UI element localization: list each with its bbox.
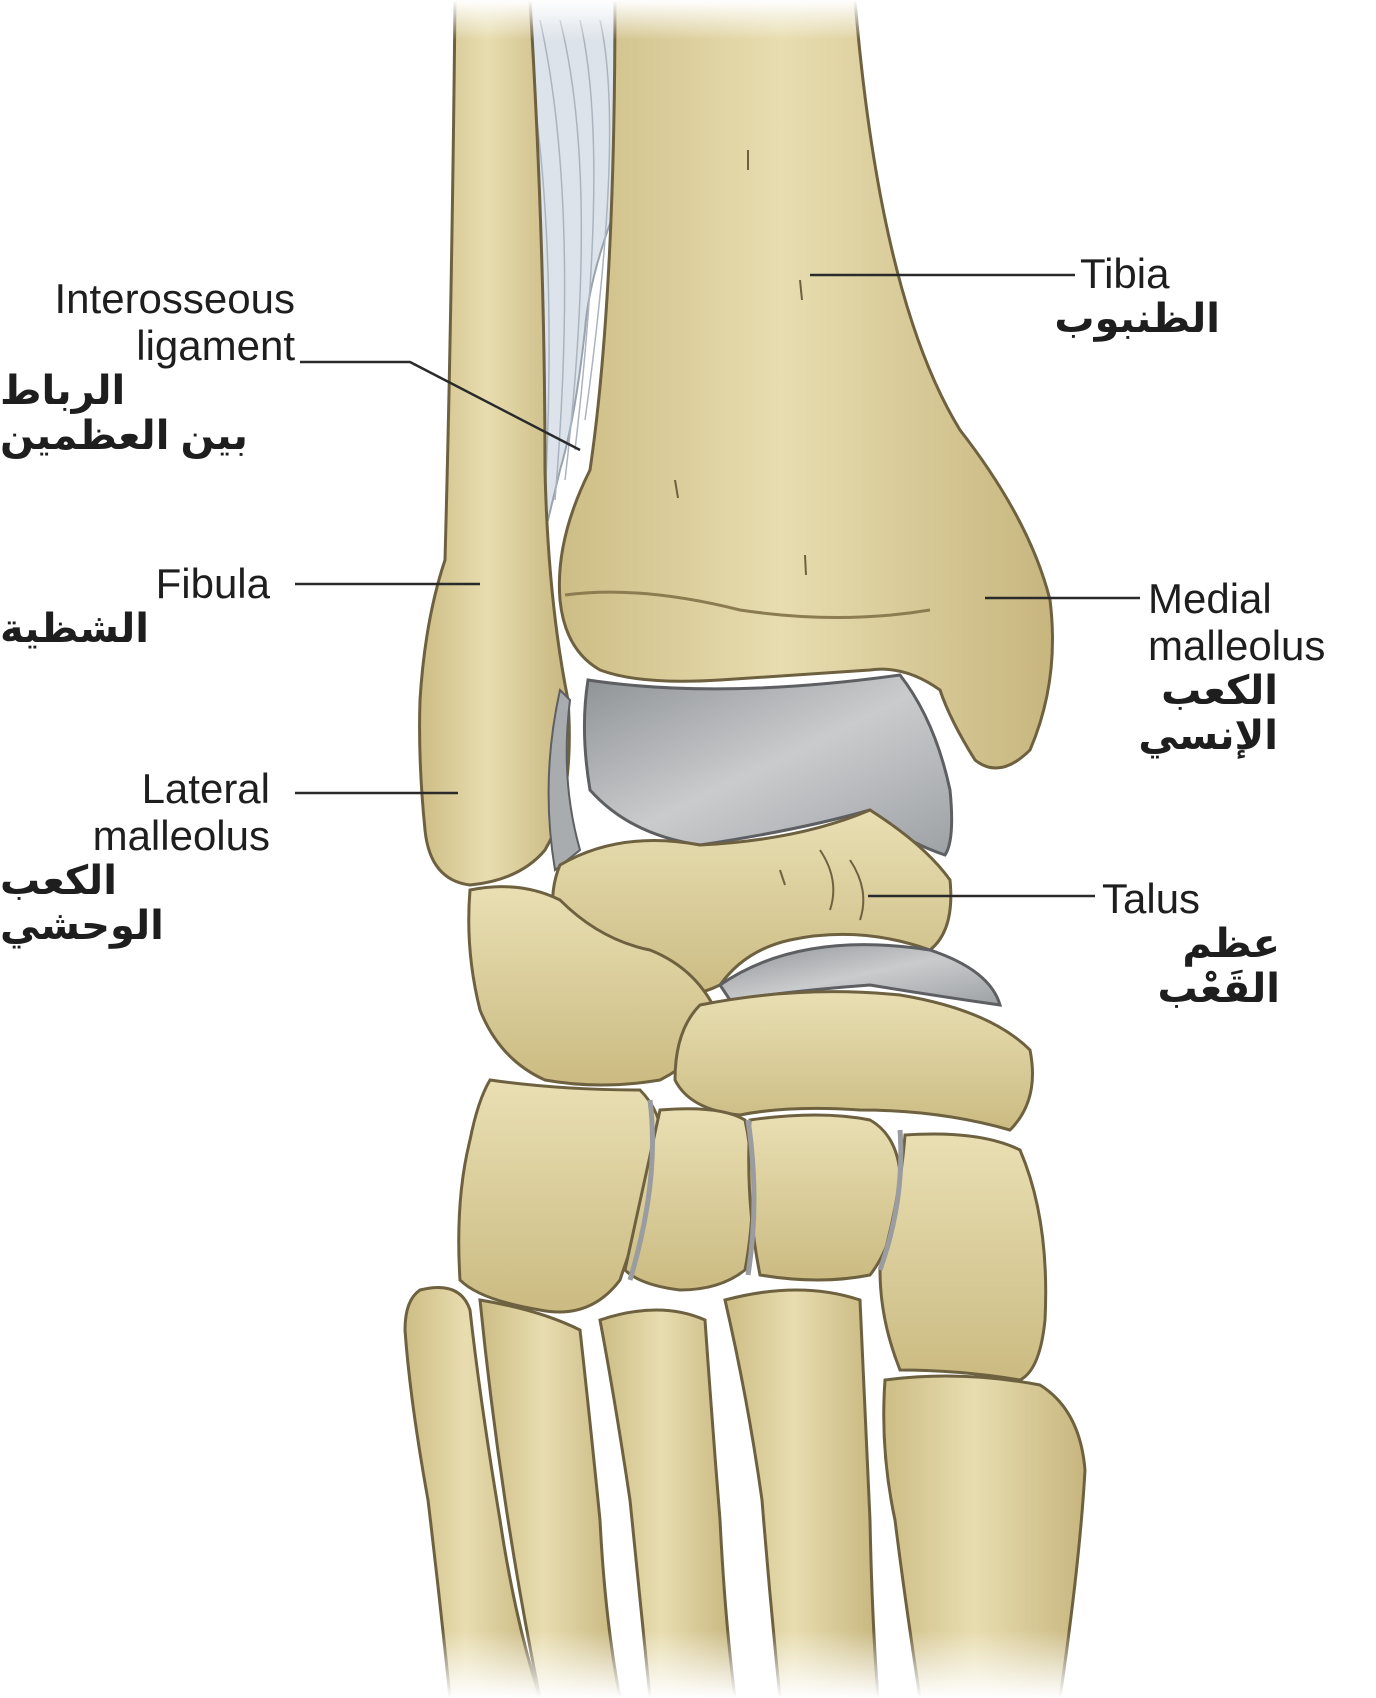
- label-lateral-malleolus-ar2: الوحشي: [0, 904, 270, 949]
- label-tibia-en1: Tibia: [1080, 250, 1340, 297]
- label-talus: Talus عظم القَعْب: [1060, 875, 1320, 1012]
- intermediate-cuneiform-shape: [749, 1115, 901, 1280]
- label-interosseous-ar2: بين العظمين: [0, 414, 295, 459]
- label-fibula: Fibula الشظية: [0, 560, 270, 652]
- medial-cuneiform-shape: [880, 1134, 1046, 1380]
- label-interosseous-ar1: الرباط: [0, 369, 295, 414]
- label-lateral-malleolus: Lateral malleolus الكعب الوحشي: [0, 765, 270, 949]
- label-talus-en1: Talus: [1060, 875, 1320, 922]
- label-fibula-ar1: الشظية: [0, 607, 270, 652]
- label-medial-malleolus-ar2: الإنسي: [1148, 714, 1278, 759]
- label-medial-malleolus-en2: malleolus: [1148, 622, 1373, 669]
- navicular-shape: [675, 992, 1033, 1130]
- label-interosseous-en1: Interosseous: [0, 275, 295, 322]
- label-medial-malleolus: Medial malleolus الكعب الإنسي: [1148, 575, 1373, 759]
- label-interosseous-en2: ligament: [0, 322, 295, 369]
- label-tibia: Tibia الظنبوب: [1080, 250, 1340, 342]
- label-fibula-en1: Fibula: [0, 560, 270, 607]
- label-tibia-ar1: الظنبوب: [1080, 297, 1220, 342]
- label-medial-malleolus-ar1: الكعب: [1148, 669, 1278, 714]
- label-lateral-malleolus-en2: malleolus: [0, 812, 270, 859]
- label-interosseous-ligament: Interosseous ligament الرباط بين العظمين: [0, 275, 295, 459]
- label-lateral-malleolus-ar1: الكعب: [0, 859, 270, 904]
- label-lateral-malleolus-en1: Lateral: [0, 765, 270, 812]
- label-medial-malleolus-en1: Medial: [1148, 575, 1373, 622]
- tibia-shape: [559, 0, 1052, 768]
- label-talus-ar1: عظم القَعْب: [1060, 922, 1280, 1012]
